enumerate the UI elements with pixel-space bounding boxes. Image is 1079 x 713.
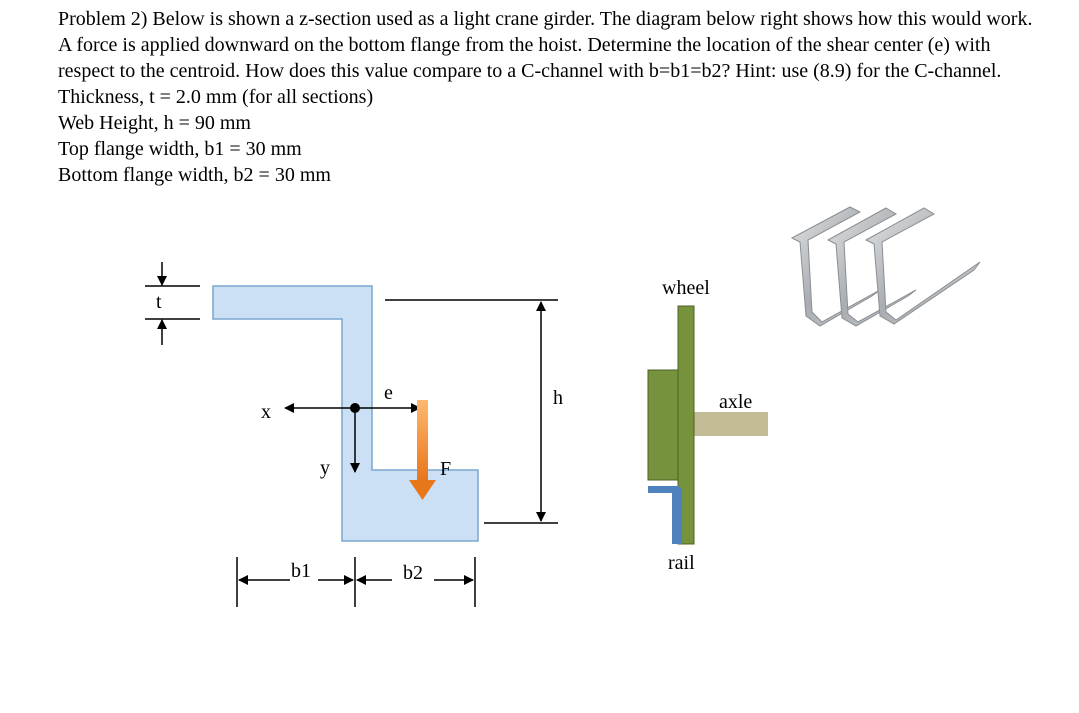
steel-girders-image (790, 206, 981, 327)
given-web-height: Web Height, h = 90 mm (58, 112, 251, 134)
b1-label: b1 (291, 560, 311, 582)
z-section (212, 285, 479, 542)
h-label: h (553, 387, 563, 409)
b2-label: b2 (403, 562, 423, 584)
height-dimension (385, 299, 558, 524)
thickness-dimension (145, 262, 200, 345)
axle-label: axle (719, 391, 752, 413)
wheel-hub (647, 369, 679, 481)
rail (648, 486, 680, 544)
given-bottom-flange: Bottom flange width, b2 = 30 mm (58, 164, 331, 186)
centroid-point (350, 403, 360, 413)
centroid-axes (284, 403, 421, 473)
e-label: e (384, 382, 393, 404)
axle (694, 412, 768, 436)
force-arrow (409, 400, 436, 500)
y-axis-label: y (320, 457, 330, 479)
rail-web (676, 488, 682, 544)
problem-text: Problem 2) Below is shown a z-section us… (58, 6, 1048, 188)
given-thickness: Thickness, t = 2.0 mm (for all sections) (58, 86, 374, 108)
wheel (677, 305, 695, 545)
t-label: t (156, 291, 162, 313)
x-axis-label: x (261, 401, 271, 423)
given-top-flange: Top flange width, b1 = 30 mm (58, 138, 302, 160)
problem-statement: Problem 2) Below is shown a z-section us… (58, 8, 1033, 82)
flange-width-dimensions (236, 557, 476, 607)
rail-label: rail (668, 552, 695, 574)
wheel-label: wheel (662, 277, 710, 299)
f-label: F (440, 458, 451, 480)
